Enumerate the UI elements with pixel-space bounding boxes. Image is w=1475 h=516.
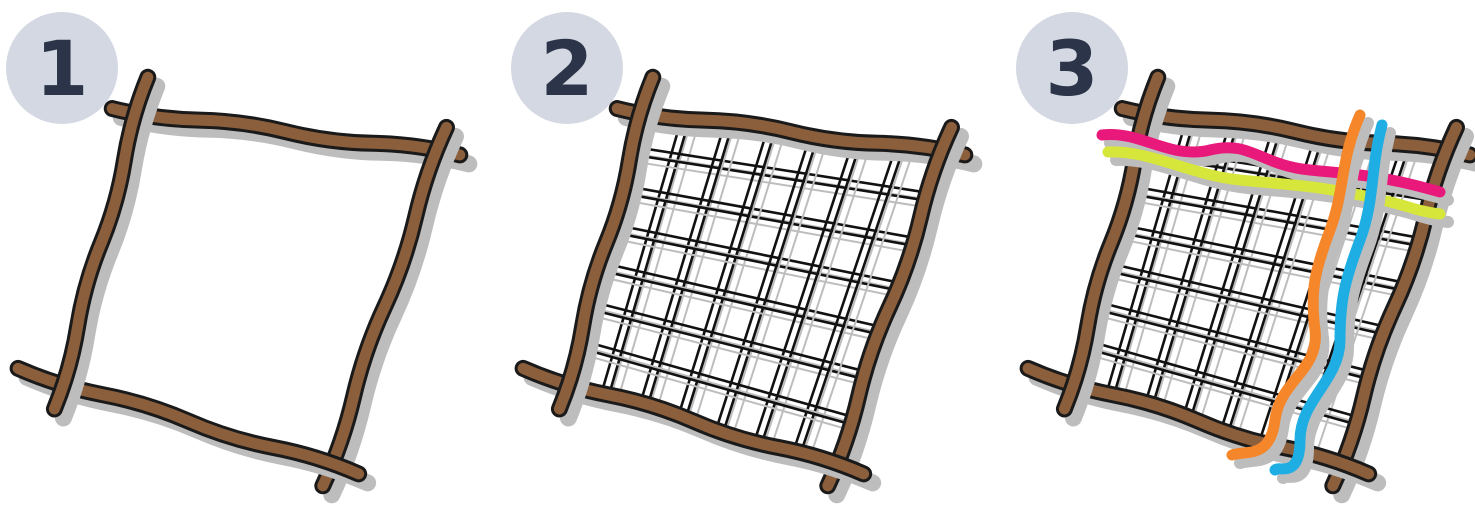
step-3-badge: 3 — [1016, 12, 1128, 124]
left-stick — [54, 77, 147, 409]
step-3-number: 3 — [1046, 31, 1099, 107]
weft-string — [600, 270, 882, 335]
step-2-number: 2 — [541, 31, 594, 107]
step-1-number: 1 — [36, 31, 89, 107]
warp-string — [678, 129, 768, 417]
warp-string — [640, 123, 725, 405]
right-stick — [323, 127, 447, 485]
step-1-panel: 1 — [0, 0, 500, 516]
step-3-panel: 3 — [1010, 0, 1475, 516]
step-2-badge: 2 — [511, 12, 623, 124]
step-1-badge: 1 — [6, 12, 118, 124]
step-2-panel: 2 — [505, 0, 1005, 516]
